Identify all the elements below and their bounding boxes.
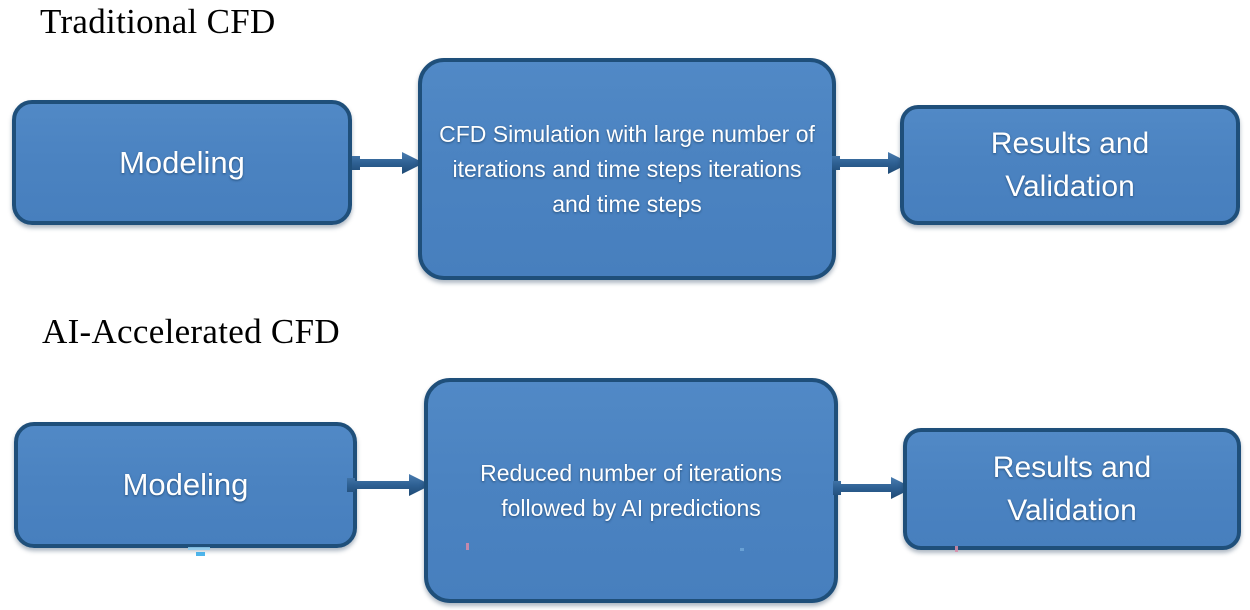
process-box-label: CFD Simulation with large number of iter…	[439, 120, 815, 217]
section-title-traditional-cfd: Traditional CFD	[40, 2, 276, 41]
arrow-traditional-simulation-to-results	[832, 150, 910, 176]
process-box-traditional-simulation[interactable]: CFD Simulation with large number of iter…	[418, 58, 836, 280]
process-box-ai-modeling[interactable]: Modeling	[14, 422, 357, 548]
arrow-ai-simulation-to-results	[833, 475, 913, 501]
process-box-traditional-modeling[interactable]: Modeling	[12, 100, 352, 225]
section-title-ai-accelerated-cfd: AI-Accelerated CFD	[42, 312, 340, 351]
process-box-traditional-results[interactable]: Results and Validation	[900, 105, 1240, 225]
scan-artifact	[955, 546, 958, 552]
process-box-ai-simulation[interactable]: Reduced number of iterations followed by…	[424, 378, 838, 603]
process-box-label: Results and Validation	[990, 127, 1150, 203]
process-box-label: Modeling	[119, 144, 245, 180]
scan-artifact	[466, 543, 469, 550]
process-box-label: Results and Validation	[992, 451, 1152, 527]
process-box-label: Reduced number of iterations followed by…	[480, 459, 782, 521]
scan-artifact	[740, 548, 744, 551]
scan-artifact	[188, 547, 210, 550]
scan-artifact	[196, 552, 205, 556]
arrow-ai-modeling-to-simulation	[347, 472, 431, 498]
arrow-traditional-modeling-to-simulation	[352, 150, 424, 176]
process-box-label: Modeling	[122, 467, 249, 502]
process-box-ai-results[interactable]: Results and Validation	[903, 428, 1241, 550]
